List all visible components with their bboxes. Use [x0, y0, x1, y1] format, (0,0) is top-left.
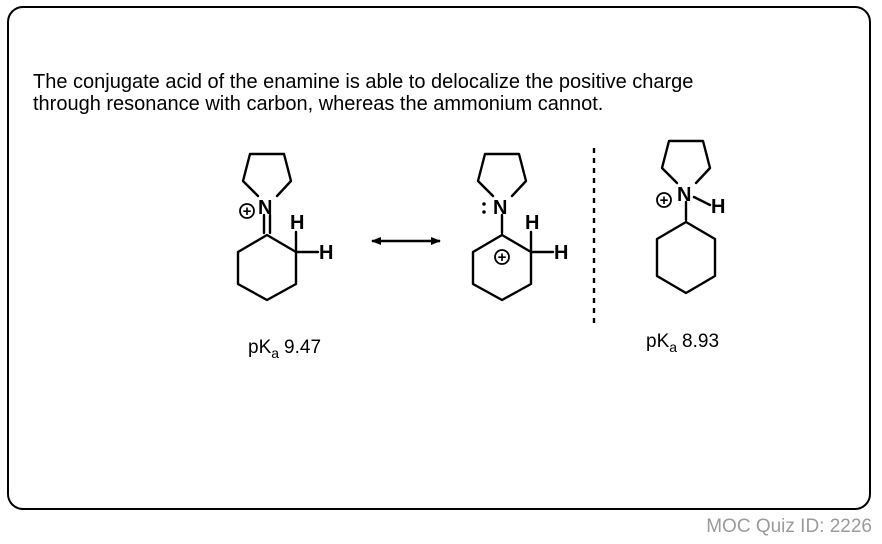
iminium-charge-circle [239, 203, 255, 219]
carbocation-hydrogen-top: H [525, 212, 539, 234]
ammonium-nh-bond [692, 195, 712, 207]
carbocation-cyclohexane-ring [471, 233, 533, 302]
ammonium-structure [655, 139, 717, 295]
caption-line-2: through resonance with carbon, whereas t… [33, 93, 604, 115]
ammonium-pka-value: 8.93 [682, 331, 719, 352]
carbocation-charge-circle [494, 249, 510, 265]
quiz-id-label: MOC Quiz ID: 2226 [706, 516, 872, 537]
iminium-nitrogen: N [258, 197, 272, 219]
carbocation-nitrogen: N [493, 197, 507, 219]
ammonium-cyclohexane-ring [655, 220, 717, 295]
iminium-pka-label: pKa 9.47 [248, 337, 321, 361]
carbocation-structure [471, 152, 555, 302]
ammonium-hydrogen: H [711, 196, 725, 218]
content-frame [7, 6, 871, 510]
iminium-pka-prefix: pK [248, 337, 272, 358]
iminium-pyrrolidine-ring [241, 152, 293, 198]
lone-pair-dot-top [482, 202, 486, 206]
lone-pair-dot-bottom [482, 210, 486, 214]
iminium-hydrogen-top: H [290, 212, 304, 234]
ammonium-charge-sign: + [660, 192, 669, 209]
iminium-pka-subscript: a [271, 345, 279, 361]
iminium-hydrogen-side: H [319, 242, 333, 264]
iminium-structure [236, 152, 320, 302]
carbocation-charge-sign: + [498, 249, 507, 266]
ammonium-pka-prefix: pK [646, 331, 670, 352]
ammonium-pka-subscript: a [669, 339, 677, 355]
iminium-pka-value: 9.47 [284, 337, 321, 358]
caption-line-1: The conjugate acid of the enamine is abl… [33, 71, 694, 93]
iminium-cyclohexane-ring [236, 233, 298, 302]
ammonium-charge-circle [656, 192, 672, 208]
ammonium-pyrrolidine-ring [660, 139, 712, 185]
caption: The conjugate acid of the enamine is abl… [33, 71, 833, 115]
carbocation-pyrrolidine-ring [476, 152, 528, 198]
ammonium-pka-label: pKa 8.93 [646, 331, 719, 355]
carbocation-hydrogen-side: H [554, 242, 568, 264]
ammonium-nitrogen: N [677, 184, 691, 206]
iminium-charge-sign: + [243, 203, 252, 220]
